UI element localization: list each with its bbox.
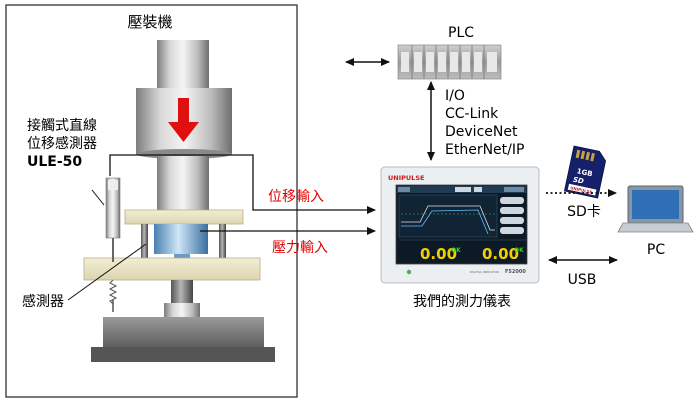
sd-card-capacity: 1GB [576, 167, 593, 178]
right-pillar [219, 224, 226, 260]
sd-card-brand: UNIPULSE [570, 185, 593, 195]
meter-value-left: 0.00 [420, 245, 457, 263]
press-top-rod [157, 40, 209, 88]
load-cell-shaft [174, 254, 190, 260]
press-foot [91, 347, 275, 362]
upper-plate [124, 209, 244, 225]
displacement-cable [109, 154, 376, 214]
force-meter: UNIPULSE 0.00 OK 0.00 OK DIGITAL INDICAT… [380, 166, 540, 284]
meter-model: F52000 [505, 269, 526, 275]
sd-card-text: SD [572, 176, 584, 186]
pc-label: PC [647, 242, 665, 258]
press-direction-arrow [168, 98, 199, 142]
plc-protocol-devicenet: DeviceNet [445, 124, 518, 140]
meter-subtitle: DIGITAL INDICATOR [470, 270, 499, 274]
load-cell [154, 224, 208, 254]
displacement-input-label: 位移輸入 [268, 189, 324, 205]
meter-power-led [406, 269, 412, 275]
press-ram [157, 156, 209, 212]
lower-rod [171, 280, 193, 304]
meter-brand: UNIPULSE [388, 174, 424, 182]
sensor-label-line2: 位移感測器 [27, 135, 97, 152]
meter-ok-left: OK [451, 247, 461, 254]
load-sensor-label: 感測器 [22, 293, 64, 310]
usb-label: USB [568, 272, 597, 288]
press-title: 壓裝機 [127, 13, 172, 31]
plc-protocol-io: I/O [445, 88, 465, 104]
sd-card: 1GB SD UNIPULSE [563, 145, 607, 199]
sensor-label-line1: 接觸式直線 [27, 117, 97, 134]
plc-unit [397, 44, 502, 80]
meter-value-right: 0.00 [482, 245, 519, 263]
meter-caption: 我們的測力儀表 [413, 294, 511, 310]
sd-card-label: SD卡 [567, 204, 601, 220]
pc-laptop [617, 185, 694, 233]
left-pillar [141, 224, 148, 260]
plc-protocol-cclink: CC-Link [445, 106, 499, 122]
plc-label: PLC [448, 25, 474, 41]
sensor-model: ULE-50 [27, 154, 82, 170]
sensor-leader-line [91, 189, 105, 206]
linear-displacement-sensor [105, 177, 121, 312]
pressure-input-label: 壓力輸入 [272, 240, 328, 256]
press-base [103, 317, 264, 347]
workpiece [164, 303, 200, 317]
meter-ok-right: OK [514, 247, 524, 254]
plc-protocol-ethernetip: EtherNet/IP [445, 142, 524, 158]
load-sensor-leader-line [67, 243, 147, 301]
